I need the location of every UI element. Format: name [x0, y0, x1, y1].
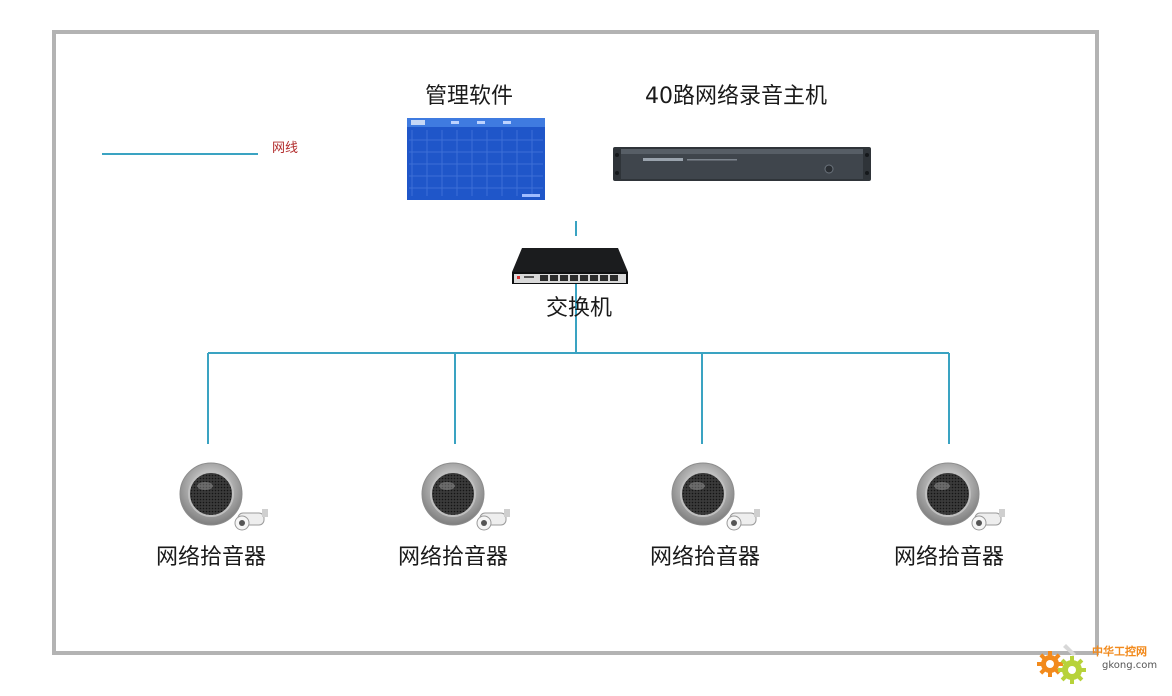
monitor-screenshot-icon	[407, 118, 545, 200]
recorder-label: 40路网络录音主机	[645, 84, 827, 109]
pickup-microphone-icon	[916, 462, 1005, 531]
pickup-label-3: 网络拾音器	[650, 545, 761, 570]
pickup-device-1	[178, 462, 270, 536]
watermark-url: gkong.com	[1102, 660, 1158, 671]
pickup-label-1: 网络拾音器	[156, 545, 267, 570]
pickup-microphone-icon	[671, 462, 760, 531]
pickup-microphone-icon	[179, 462, 268, 531]
pickup-device-3	[670, 462, 762, 536]
pickup-device-2	[420, 462, 512, 536]
legend-line-label: 网线	[272, 141, 299, 156]
network-switch-icon	[512, 248, 628, 284]
pickup-device-4	[915, 462, 1007, 536]
gear-logo-icon	[1037, 644, 1086, 684]
rack-recorder-icon	[613, 147, 871, 181]
software-label: 管理软件	[425, 84, 514, 109]
pickup-label-4: 网络拾音器	[894, 545, 1005, 570]
pickup-label-2: 网络拾音器	[398, 545, 509, 570]
watermark-brand: 中华工控网	[1092, 645, 1147, 658]
pickup-microphone-icon	[421, 462, 510, 531]
watermark: 中华工控网 gkong.com	[1036, 632, 1166, 692]
switch-label: 交换机	[546, 296, 613, 321]
